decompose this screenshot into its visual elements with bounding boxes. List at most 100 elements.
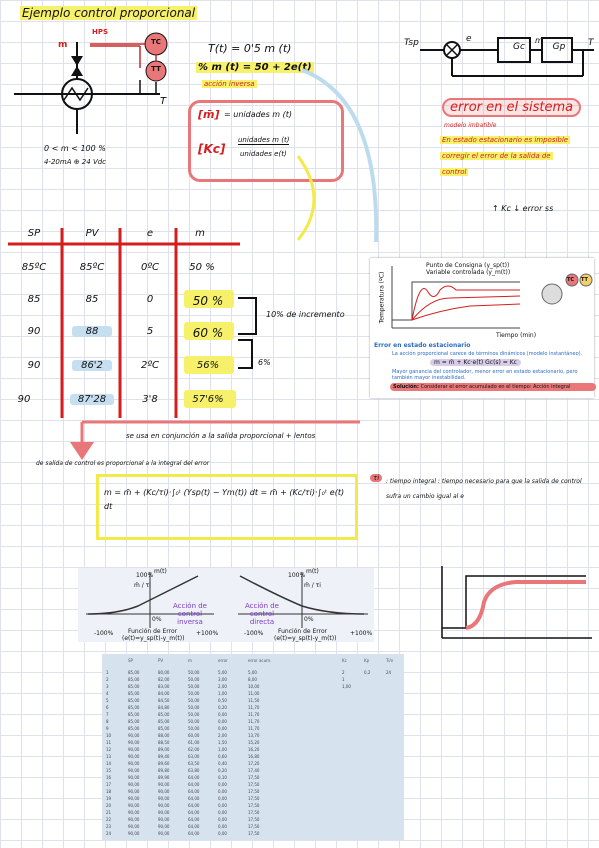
- spreadsheet-cell: 0,20: [218, 768, 227, 773]
- table-cell: 85: [27, 294, 41, 305]
- pos-left: +100%: [196, 630, 219, 637]
- kc-unit-left: [Kc]: [198, 142, 226, 156]
- highlight: [184, 356, 234, 374]
- spreadsheet-cell: 85,00: [128, 698, 140, 703]
- spreadsheet-cell: 90,00: [128, 831, 140, 836]
- accion-inversa: acción inversa: [202, 80, 257, 88]
- step-sketch: [441, 566, 592, 639]
- axis-m-right: m(t): [306, 568, 319, 575]
- spreadsheet-cell: 1: [106, 670, 109, 675]
- fx-left: Función de Error: [128, 628, 178, 635]
- xlabel: Tiempo (min): [496, 332, 537, 339]
- spreadsheet-cell: 11,50: [248, 698, 260, 703]
- spreadsheet-col-header: SP: [128, 658, 133, 663]
- spreadsheet-cell: 17,50: [248, 831, 260, 836]
- spreadsheet-cell: 15: [106, 768, 112, 773]
- increment-10: 10% de incremento: [266, 310, 345, 319]
- range-text: 0 < m < 100 %: [44, 144, 106, 153]
- panel-tc: TC: [567, 277, 575, 283]
- e-label: e: [466, 34, 472, 44]
- fx2-right: (e(t)=y_sp(t)-y_m(t)): [274, 635, 337, 642]
- spreadsheet-cell: 90,00: [158, 796, 170, 801]
- spreadsheet-cell: 90,00: [128, 803, 140, 808]
- spreadsheet-cell: 63,50: [188, 761, 200, 766]
- spreadsheet-cell: 90,00: [128, 768, 140, 773]
- kc-note: ↑ Kc ↓ error ss: [492, 204, 554, 213]
- page-title: Ejemplo control proporcional: [20, 6, 198, 20]
- spreadsheet-cell: 90,00: [158, 817, 170, 822]
- col-pv: PV: [85, 228, 99, 239]
- spreadsheet-cell: 5: [106, 698, 109, 703]
- spreadsheet-cell: 50,00: [188, 705, 200, 710]
- spreadsheet-cell: 60,00: [188, 733, 200, 738]
- table-cell: 90: [17, 394, 31, 405]
- m-equation: % m (t) = 50 + 2e(t): [196, 62, 314, 73]
- inverse-label: Acción de control inversa: [172, 602, 207, 626]
- spreadsheet-col-header: error acum.: [248, 658, 272, 663]
- error-note-l4: control: [440, 168, 469, 176]
- spreadsheet-cell: 11,70: [248, 726, 260, 731]
- spreadsheet-cell: 90,00: [128, 740, 140, 745]
- spreadsheet-cell: 5,00: [218, 670, 227, 675]
- m-equation-text: % m (t) = 50 + 2e(t): [196, 62, 314, 73]
- spreadsheet-cell: 10: [106, 733, 112, 738]
- m-block-label: m: [535, 36, 543, 45]
- spreadsheet-cell: 80,00: [158, 670, 170, 675]
- col-m: m: [195, 228, 205, 239]
- spreadsheet-cell: 0,00: [218, 796, 227, 801]
- spreadsheet-cell: 1,00: [218, 747, 227, 752]
- spreadsheet-cell: 85,00: [128, 691, 140, 696]
- table-cell: 0ºC: [140, 262, 160, 273]
- table-lines: [8, 228, 240, 418]
- spreadsheet-cell: 90,00: [128, 824, 140, 829]
- tc-label: TC: [151, 38, 161, 46]
- spreadsheet-cell: 17,50: [248, 817, 260, 822]
- spreadsheet-cell: 90,00: [128, 817, 140, 822]
- spreadsheet-cell: 9: [106, 726, 109, 731]
- spreadsheet-cell: 11,70: [248, 705, 260, 710]
- table-cell: 60 %: [192, 326, 224, 340]
- block-diagram: [420, 37, 594, 77]
- brackets: [238, 297, 257, 369]
- spreadsheet-cell: 90,00: [128, 775, 140, 780]
- spreadsheet-cell: 17,50: [248, 803, 260, 808]
- spreadsheet-cell: 50,00: [188, 726, 200, 731]
- spreadsheet-cell: 16: [106, 775, 112, 780]
- col-e: e: [146, 228, 154, 239]
- spreadsheet-cell: 8,00: [248, 677, 257, 682]
- spreadsheet-cell: 85,00: [158, 726, 170, 731]
- spreadsheet-cell: 85,00: [158, 712, 170, 717]
- kc-numerator: unidades m (t): [238, 136, 290, 145]
- spreadsheet-col-header: Kp: [364, 658, 370, 663]
- tt-label: TT: [151, 65, 161, 73]
- hps-label: HPS: [92, 28, 109, 36]
- spreadsheet-cell: 6: [106, 705, 109, 710]
- panel-p1: La acción proporcional carece de término…: [392, 351, 583, 357]
- p100-left: 100%: [136, 572, 154, 579]
- solution-text: Considerar el error acumulado en el tiem…: [420, 384, 571, 390]
- panel-section: Error en estado estacionario: [374, 342, 471, 349]
- spreadsheet-cell: 0,00: [218, 817, 227, 822]
- spreadsheet-cell: 0,00: [218, 810, 227, 815]
- table-cell: 0: [146, 294, 154, 305]
- spreadsheet-cell: 2,00: [218, 684, 227, 689]
- spreadsheet-col-header: m: [188, 658, 192, 663]
- table-cell: 85ºC: [21, 262, 47, 273]
- spreadsheet-cell: 50,00: [188, 677, 200, 682]
- spreadsheet-cell: 17,50: [248, 782, 260, 787]
- spreadsheet-cell: 17,50: [248, 789, 260, 794]
- t-equation: T(t) = 0'5 m (t): [208, 42, 292, 55]
- table-cell: 57'6%: [192, 394, 224, 405]
- spreadsheet-cell: 0,00: [218, 831, 227, 836]
- spreadsheet-cell: 1,00: [218, 691, 227, 696]
- error-note-title: error en el sistema: [442, 98, 582, 117]
- spreadsheet-cell: 61,00: [188, 740, 200, 745]
- error-note-l4-text: control: [440, 168, 469, 176]
- spreadsheet-cell: 90,00: [128, 733, 140, 738]
- solution-label: Solución:: [393, 384, 419, 390]
- spreadsheet-cell: 17,50: [248, 796, 260, 801]
- t-label: T: [160, 96, 167, 107]
- spreadsheet-cell: 83,00: [158, 684, 170, 689]
- spreadsheet-cell: 0,00: [218, 789, 227, 794]
